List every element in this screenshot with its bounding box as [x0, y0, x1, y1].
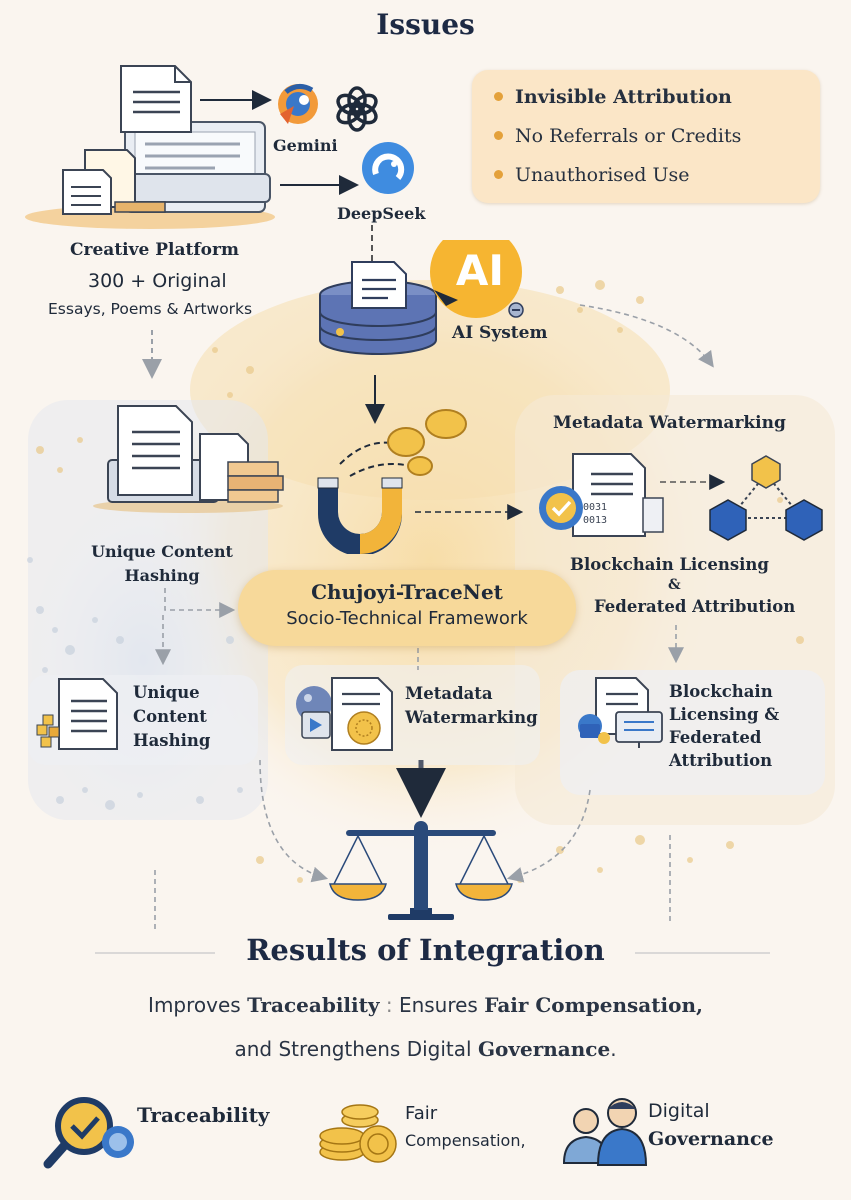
watermark-document-icon	[539, 453, 664, 537]
content-hashing-docs-icon	[93, 405, 284, 513]
results-line1: Improves Traceability : Ensures Fair Com…	[148, 993, 703, 1017]
upper-blockchain-line1: Blockchain Licensing	[570, 555, 769, 574]
results-line2: and Strengthens Digital Governance.	[234, 1037, 617, 1061]
ai-badge: AI	[455, 246, 505, 295]
openai-icon	[336, 86, 378, 132]
deepseek-label: DeepSeek	[337, 204, 426, 223]
deepseek-icon	[362, 142, 414, 194]
outcome-digital-line2: Governance	[648, 1128, 774, 1150]
issue-item-unauthorised-use: Unauthorised Use	[494, 164, 690, 186]
platform-works: Essays, Poems & Artworks	[48, 300, 253, 318]
lower-hashing-line3: Hashing	[133, 731, 211, 750]
bullet-icon	[494, 169, 503, 179]
coins-stack-icon	[319, 1104, 397, 1163]
upper-hashing-label: Unique Content Hashing	[91, 542, 233, 585]
framework-pill	[238, 570, 576, 646]
issue-item-no-referrals: No Referrals or Credits	[494, 125, 741, 147]
issue-item-invisible-attribution: Invisible Attribution	[494, 86, 732, 108]
upper-blockchain-line2: Federated Attribution	[594, 597, 796, 616]
lower-hashing-line2: Content	[133, 707, 207, 726]
outcome-traceability: Traceability	[137, 1103, 270, 1127]
lower-blockchain-line2: Licensing &	[669, 705, 780, 724]
hash-code-line2: 0013	[583, 515, 608, 526]
lower-watermarking-line1: Metadata	[405, 684, 493, 703]
magnet-coins-icon	[317, 409, 467, 554]
results-title: Results of Integration	[246, 933, 605, 967]
lower-blockchain-line4: Attribution	[669, 751, 773, 770]
framework-subtitle: Socio-Technical Framework	[286, 608, 528, 629]
lower-blockchain-line3: Federated	[669, 728, 762, 747]
lower-blockchain-icon	[578, 677, 663, 748]
ai-system-icon	[319, 240, 524, 355]
magnifier-check-icon	[43, 1097, 134, 1169]
lower-hashing-line1: Unique	[133, 683, 200, 702]
lower-watermarking-line2: Watermarking	[405, 708, 538, 727]
gemini-label: Gemini	[273, 136, 338, 155]
lower-watermarking-icon	[296, 677, 393, 751]
outcome-fair-line2: Compensation,	[405, 1131, 526, 1150]
gemini-icon	[278, 84, 318, 124]
outcome-fair-line1: Fair	[405, 1103, 438, 1124]
issues-box: Invisible Attribution No Referrals or Cr…	[472, 70, 820, 203]
people-governance-icon	[562, 1098, 648, 1166]
balance-scale-icon	[329, 821, 513, 920]
lower-hashing-icon	[36, 678, 118, 750]
bullet-icon	[494, 130, 503, 140]
upper-blockchain-amp: &	[668, 577, 681, 593]
ai-system-label: AI System	[452, 323, 548, 343]
lower-blockchain-line1: Blockchain	[669, 682, 773, 701]
creative-platform-icon	[25, 65, 275, 229]
framework-name: Chujoyi-TraceNet	[311, 580, 503, 604]
platform-name: Creative Platform	[70, 240, 239, 260]
issues-title: Issues	[376, 8, 475, 41]
hash-code-line1: 0031	[583, 502, 608, 513]
platform-count: 300 + Original	[88, 270, 227, 292]
upper-watermarking-label: Metadata Watermarking	[553, 413, 786, 433]
blockchain-cubes-icon	[709, 455, 823, 541]
bullet-icon	[494, 91, 503, 101]
outcome-digital-line1: Digital	[648, 1100, 710, 1122]
